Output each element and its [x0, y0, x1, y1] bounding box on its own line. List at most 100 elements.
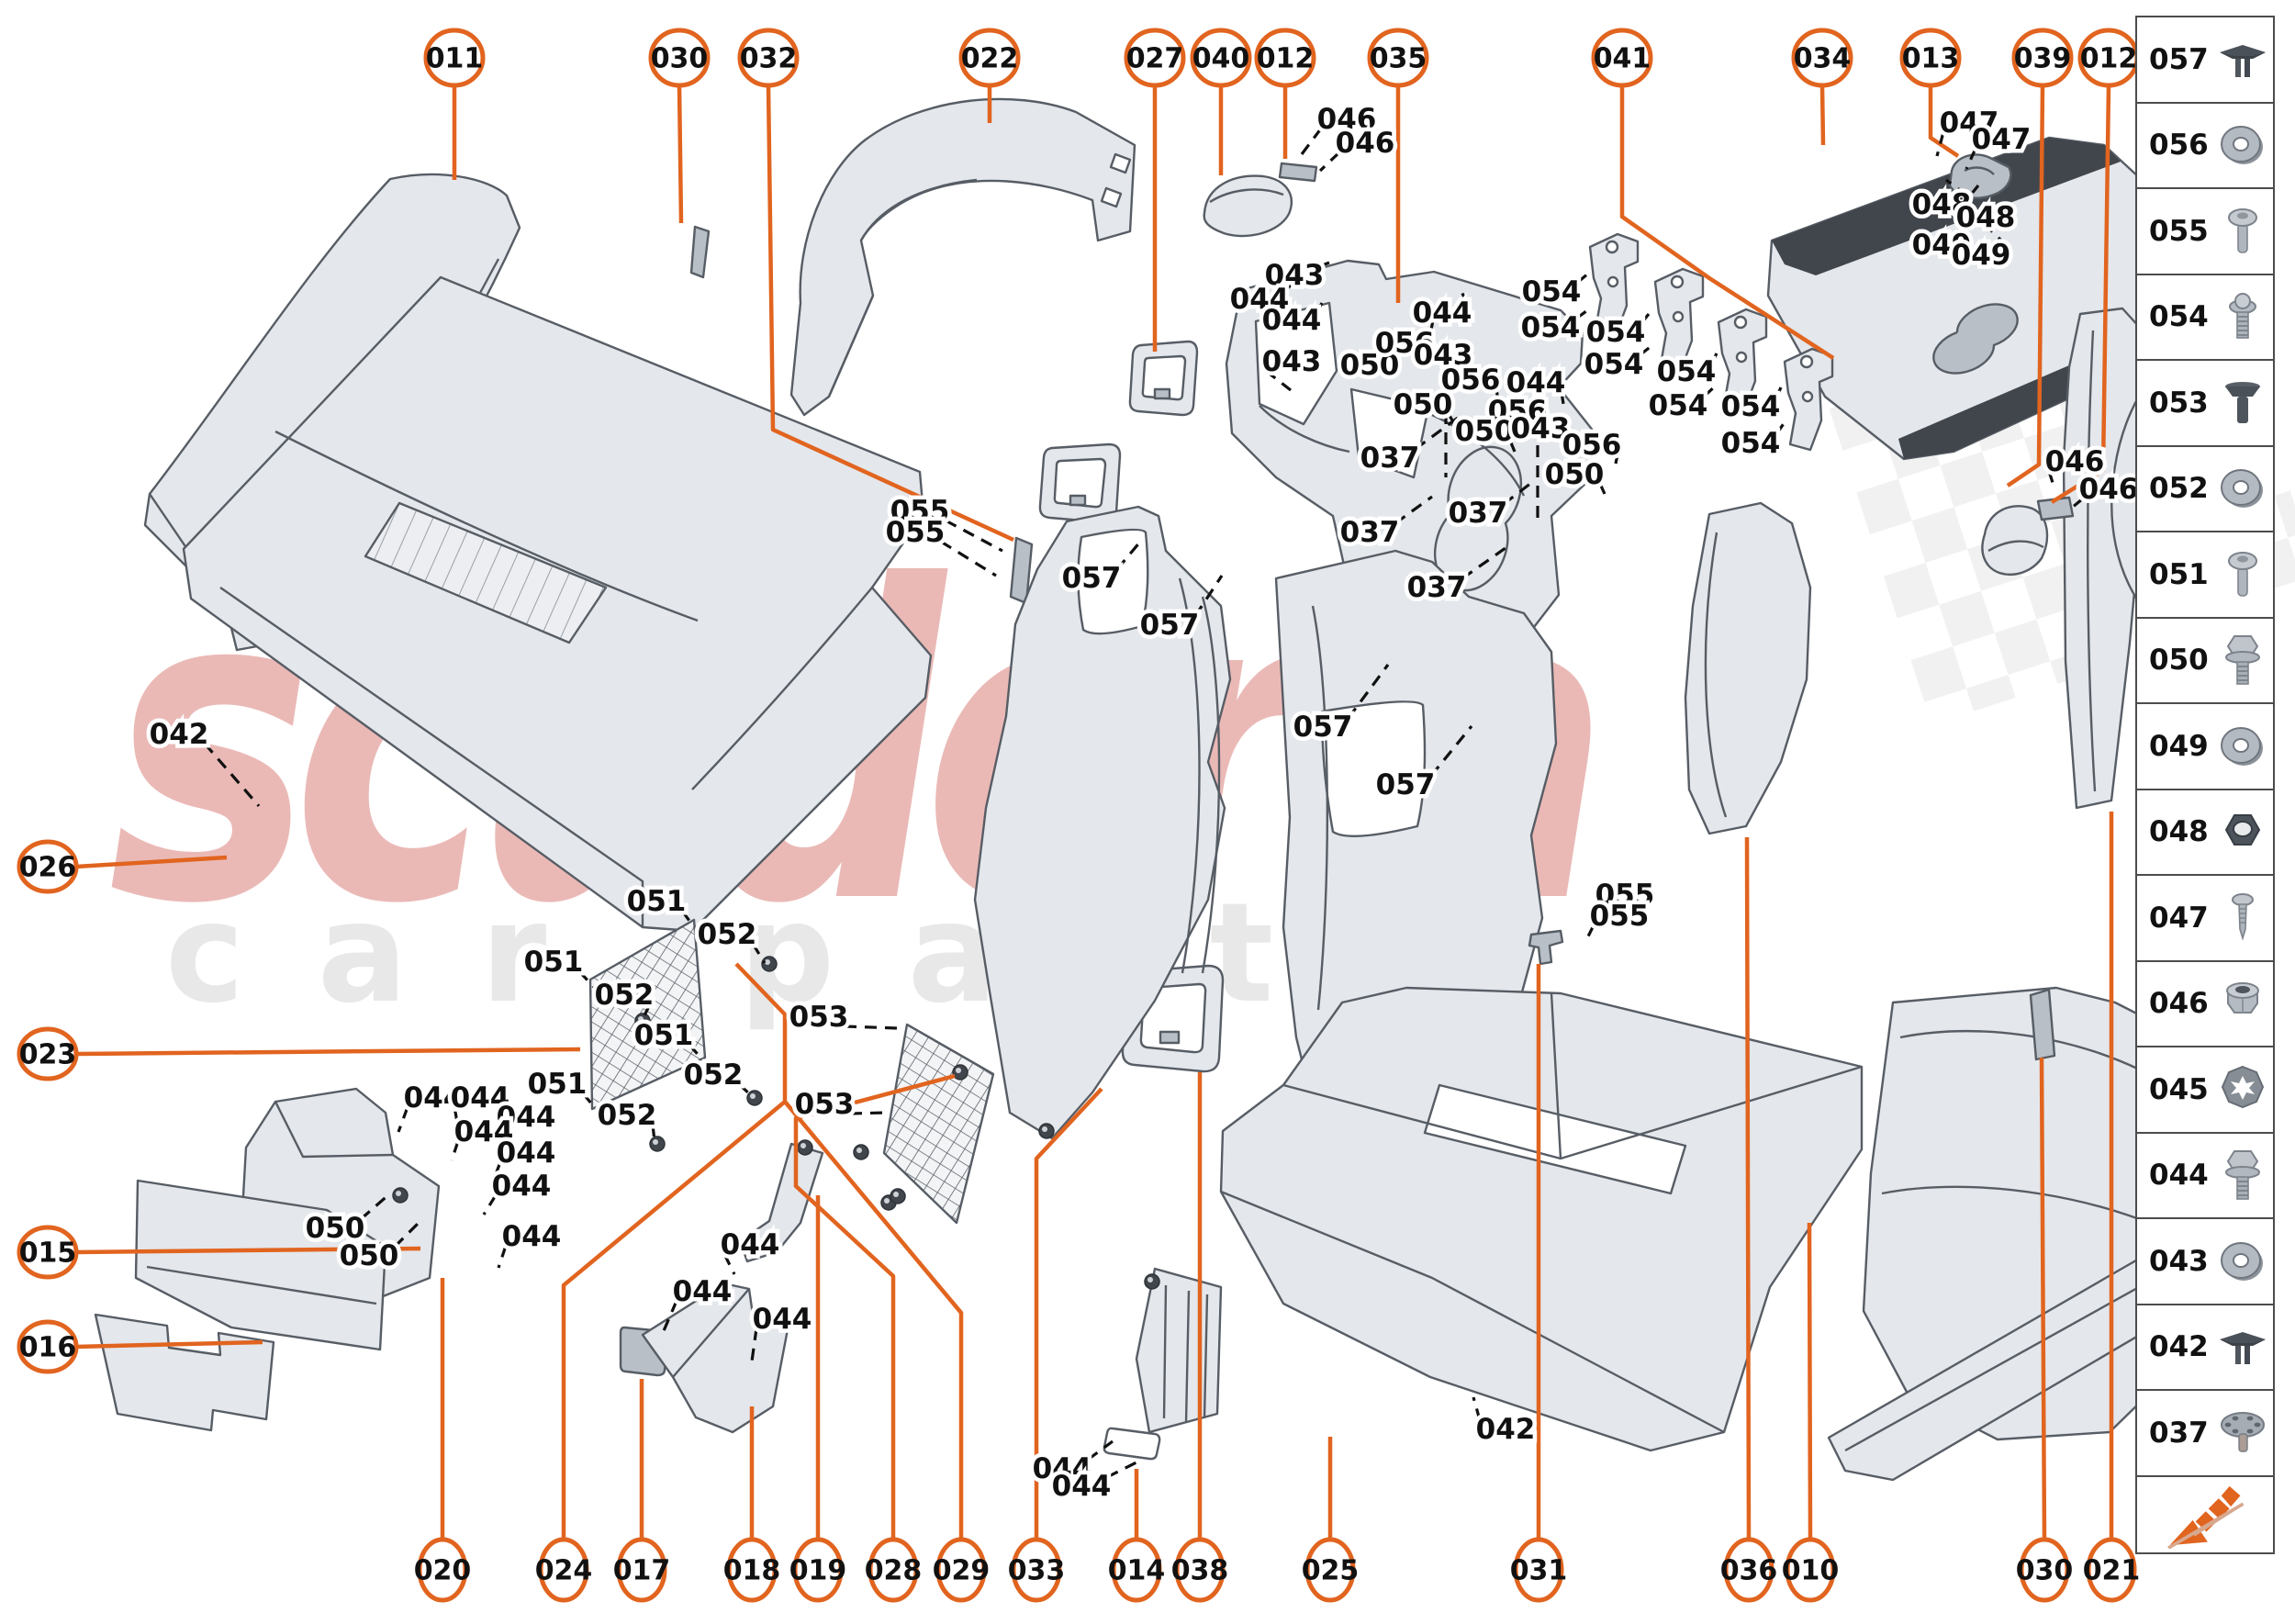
hex-flange-bolt-icon	[2211, 631, 2273, 689]
part-bulkhead-trim-035[interactable]	[1225, 259, 1595, 644]
fastener-row-052[interactable]: 052	[2135, 444, 2275, 532]
fastener-row-043[interactable]: 043	[2135, 1217, 2275, 1305]
callout-032[interactable]: 032	[737, 28, 800, 88]
fastener-row-046[interactable]: 046	[2135, 959, 2275, 1047]
part-mounting-bracket-041-2[interactable]	[1653, 267, 1705, 372]
callout-020[interactable]: 020	[414, 1537, 472, 1603]
part-label: 044	[454, 1115, 514, 1148]
part-cargo-net-023[interactable]	[588, 918, 707, 1111]
callout-018[interactable]: 018	[723, 1537, 781, 1603]
fastener-row-057[interactable]: 057	[2135, 16, 2275, 104]
callout-028[interactable]: 028	[865, 1537, 923, 1603]
fastener-number: 047	[2149, 901, 2209, 935]
fastener-row-053[interactable]: 053	[2135, 359, 2275, 447]
leader-015	[75, 1246, 421, 1255]
callout-013[interactable]: 013	[1899, 28, 1962, 88]
part-cover-dome-040[interactable]	[1203, 174, 1293, 238]
part-label: 050	[1455, 415, 1515, 448]
push-rivet-icon	[2211, 1317, 2273, 1376]
callout-number: 025	[1302, 1555, 1360, 1587]
fastener-row-049[interactable]: 049	[2135, 702, 2275, 790]
part-mounting-bracket-041-4[interactable]	[1783, 347, 1834, 452]
callout-036[interactable]: 036	[1720, 1537, 1778, 1603]
fastener-number: 045	[2149, 1072, 2209, 1106]
callout-040[interactable]: 040	[1190, 28, 1252, 88]
fastener-number: 054	[2149, 300, 2209, 334]
callout-039[interactable]: 039	[2011, 28, 2074, 88]
part-label: 051	[627, 885, 687, 918]
callout-011[interactable]: 011	[423, 28, 486, 88]
callout-035[interactable]: 035	[1367, 28, 1429, 88]
part-label: 046	[2045, 445, 2105, 478]
callout-016[interactable]: 016	[17, 1319, 79, 1374]
part-retainer-bracket-031[interactable]	[1528, 929, 1564, 966]
part-trim-strip-030b[interactable]	[2029, 988, 2056, 1061]
callout-026[interactable]: 026	[17, 839, 79, 894]
callout-034[interactable]: 034	[1791, 28, 1853, 88]
fastener-row-037[interactable]: 037	[2135, 1389, 2275, 1477]
callout-010[interactable]: 010	[1782, 1537, 1840, 1603]
part-funnel-bracket-018[interactable]	[641, 1282, 789, 1434]
fastener-row-042[interactable]: 042	[2135, 1303, 2275, 1391]
callout-027[interactable]: 027	[1124, 28, 1186, 88]
callout-number: 015	[19, 1238, 77, 1270]
part-grommet-027[interactable]	[1128, 340, 1199, 417]
part-wheel-arch-trim-022[interactable]	[789, 97, 1136, 417]
part-floor-carpet-026[interactable]	[182, 275, 933, 933]
fastener-number: 055	[2149, 214, 2209, 248]
fastener-row-054[interactable]: 054	[2135, 273, 2275, 361]
callout-025[interactable]: 025	[1302, 1537, 1360, 1603]
part-label: 046	[2079, 473, 2139, 506]
fastener-row-048[interactable]: 048	[2135, 788, 2275, 876]
fastener-number: 056	[2149, 129, 2209, 162]
callout-021[interactable]: 021	[2083, 1537, 2141, 1603]
part-fixing-plate-014[interactable]	[1103, 1427, 1161, 1461]
fastener-row-056[interactable]: 056	[2135, 101, 2275, 189]
callout-number: 040	[1192, 43, 1250, 75]
fastener-row-045[interactable]: 045	[2135, 1046, 2275, 1134]
callout-022[interactable]: 022	[958, 28, 1021, 88]
part-quarter-panel-left[interactable]	[973, 505, 1232, 1140]
callout-017[interactable]: 017	[613, 1537, 671, 1603]
part-grommet-1170[interactable]	[1038, 442, 1122, 524]
callout-029[interactable]: 029	[933, 1537, 991, 1603]
fastener-row-050[interactable]: 050	[2135, 616, 2275, 704]
callout-033[interactable]: 033	[1008, 1537, 1066, 1603]
fastener-row-055[interactable]: 055	[2135, 187, 2275, 275]
callout-041[interactable]: 041	[1591, 28, 1653, 88]
part-trim-strip-030[interactable]	[689, 225, 711, 279]
part-strap-bracket-019[interactable]	[738, 1142, 824, 1263]
fastener-row-044[interactable]: 044	[2135, 1131, 2275, 1219]
part-tray-front-wall[interactable]	[1135, 1267, 1223, 1434]
part-mat-016[interactable]	[94, 1313, 275, 1432]
callout-031[interactable]: 031	[1510, 1537, 1568, 1603]
part-mounting-bracket-041-3[interactable]	[1717, 308, 1768, 412]
callout-019[interactable]: 019	[789, 1537, 847, 1603]
part-mat-015[interactable]	[134, 1179, 387, 1351]
part-floor-tray-025[interactable]	[1219, 986, 1864, 1452]
leader-034	[1819, 84, 1826, 146]
callout-015[interactable]: 015	[17, 1225, 79, 1280]
part-cap-039[interactable]	[1981, 505, 2049, 577]
part-label: 054	[1721, 390, 1781, 423]
fastener-number: 043	[2149, 1244, 2209, 1278]
part-mounting-bracket-041-1[interactable]	[1588, 232, 1640, 337]
callout-014[interactable]: 014	[1108, 1537, 1166, 1603]
leader-029	[783, 1100, 964, 1540]
part-label: 053	[795, 1088, 855, 1121]
callout-012[interactable]: 012	[2077, 28, 2140, 88]
part-bracket-012-top[interactable]	[1278, 162, 1318, 183]
callout-024[interactable]: 024	[535, 1537, 593, 1603]
callout-038[interactable]: 038	[1171, 1537, 1229, 1603]
fastener-row-047[interactable]: 047	[2135, 874, 2275, 962]
fastener-row-051[interactable]: 051	[2135, 531, 2275, 619]
callout-012[interactable]: 012	[1254, 28, 1316, 88]
part-d-pillar-trim-036[interactable]	[1684, 501, 1812, 835]
callout-030[interactable]: 030	[2016, 1537, 2074, 1603]
part-clip-013[interactable]	[1948, 153, 2012, 199]
callout-023[interactable]: 023	[17, 1026, 79, 1081]
callout-030[interactable]: 030	[648, 28, 711, 88]
